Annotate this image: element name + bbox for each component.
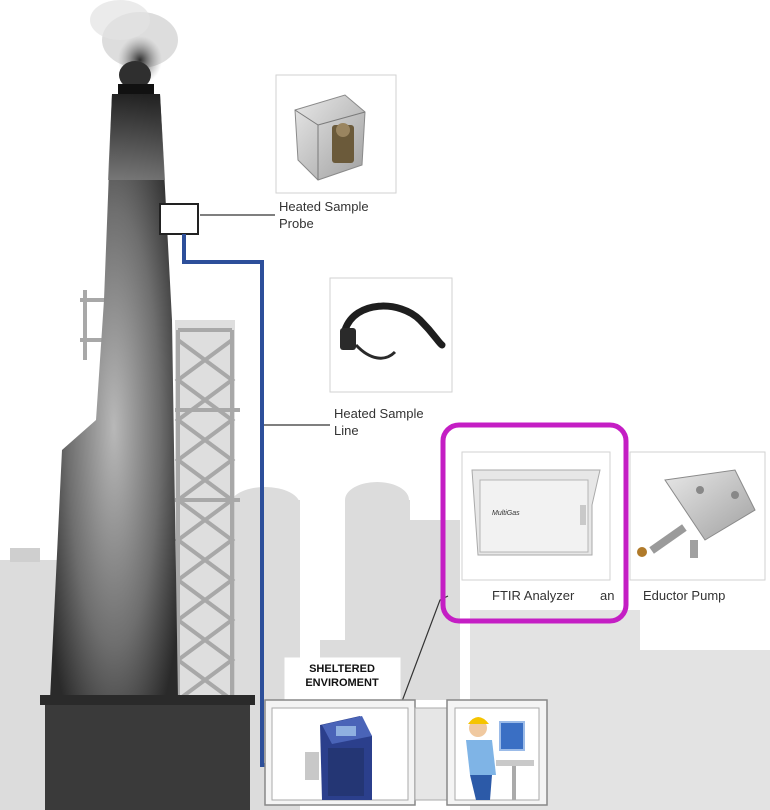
smoke bbox=[90, 0, 178, 89]
smokestack bbox=[40, 84, 255, 810]
line-image-frame bbox=[329, 277, 453, 393]
probe-label: Heated Sample Probe bbox=[279, 199, 369, 231]
pump-image-frame bbox=[629, 451, 766, 581]
probe-image-frame bbox=[275, 74, 397, 194]
sample-probe-box bbox=[159, 203, 199, 235]
ftir-label-suffix: an bbox=[600, 588, 615, 603]
analyzer-cabinet-icon bbox=[305, 716, 372, 800]
support-structure bbox=[65, 290, 240, 710]
shelter-label: SHELTERED ENVIROMENT bbox=[305, 663, 379, 689]
pump-label: Eductor Pump bbox=[643, 588, 726, 603]
ftir-highlight-frame bbox=[440, 422, 629, 624]
operator-icon bbox=[466, 717, 534, 800]
ftir-label: FTIR Analyzer bbox=[492, 588, 575, 603]
ftir-image-frame: MultiGas bbox=[461, 451, 611, 581]
ftir-brand-text: MultiGas bbox=[492, 510, 520, 517]
line-label: Heated Sample Line bbox=[334, 406, 424, 438]
